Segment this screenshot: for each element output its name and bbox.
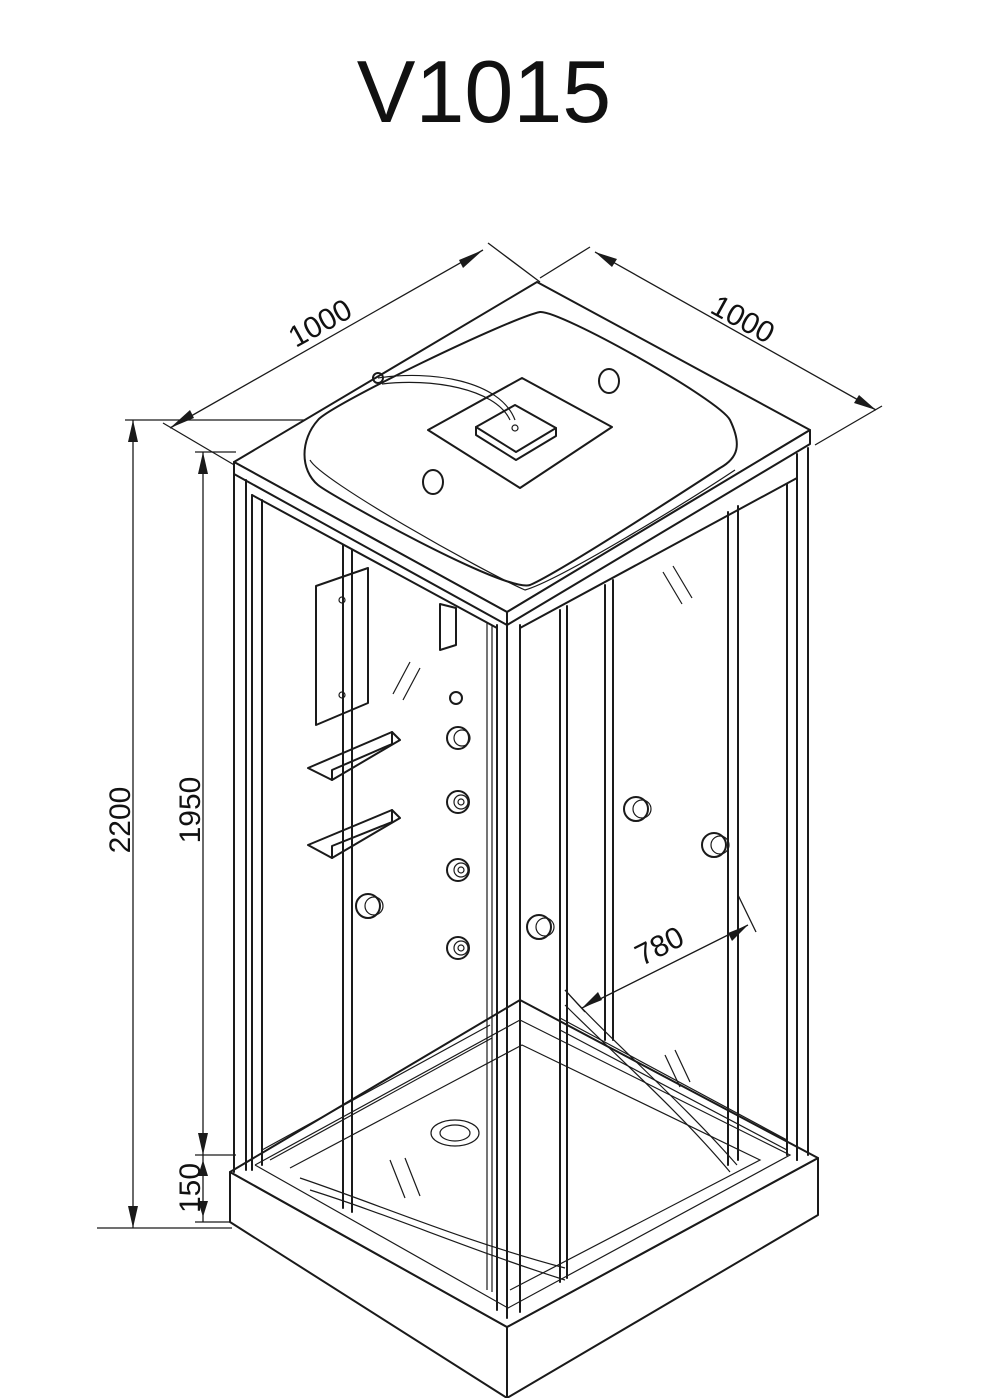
right-doors bbox=[526, 447, 809, 1283]
model-title: V1015 bbox=[357, 42, 611, 141]
dimension-tray-height: 150 bbox=[174, 1154, 236, 1223]
jet-right-2 bbox=[701, 832, 730, 858]
wall-jets bbox=[355, 691, 730, 960]
tray-height-label: 150 bbox=[174, 1163, 207, 1213]
jet-left bbox=[355, 893, 384, 919]
roof bbox=[233, 281, 811, 626]
jet-3 bbox=[446, 858, 470, 882]
shower-tray bbox=[229, 999, 819, 1398]
jet-2 bbox=[446, 790, 470, 814]
door-opening-label: 780 bbox=[630, 920, 690, 972]
left-frame bbox=[233, 473, 493, 1292]
width-right-label: 1000 bbox=[705, 289, 779, 350]
control-panel bbox=[315, 567, 457, 726]
dimension-cabin-height: 1950 bbox=[174, 451, 236, 1155]
jet-1 bbox=[446, 726, 471, 750]
door-handle-icon bbox=[526, 914, 555, 940]
cabin-height-label: 1950 bbox=[174, 777, 207, 844]
jet-right-1 bbox=[623, 796, 652, 822]
total-height-label: 2200 bbox=[104, 787, 137, 854]
corner-post bbox=[496, 624, 521, 1319]
width-left-label: 1000 bbox=[283, 293, 357, 354]
shelf-upper bbox=[307, 731, 401, 781]
jet-4 bbox=[446, 936, 470, 960]
shelf-lower bbox=[307, 809, 401, 859]
